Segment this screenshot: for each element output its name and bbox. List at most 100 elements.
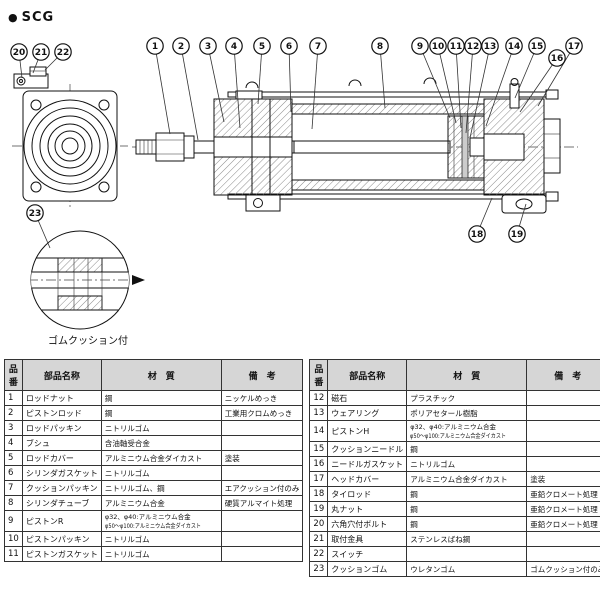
cell-material: ニトリルゴム (100, 465, 222, 481)
leader-line-3 (207, 45, 225, 123)
cell-no: 18 (309, 486, 329, 503)
callout-balloon-22 (54, 43, 72, 61)
cell-material: ニトリルゴム (406, 456, 528, 473)
cell-name: シリンダガスケット (21, 465, 102, 481)
cell-remarks (526, 390, 600, 406)
cell-material: プラスチック (406, 390, 528, 406)
cell-no: 1 (4, 390, 23, 406)
leader-line-9 (419, 45, 451, 119)
col-header-no: 品番 (4, 359, 23, 391)
callout-balloon-2 (172, 37, 190, 55)
detail-caption: ゴムクッション付 (48, 334, 128, 347)
callout-number-2: 2 (178, 42, 184, 52)
cell-remarks (526, 405, 600, 421)
front-view (12, 66, 128, 208)
cell-no: 3 (4, 420, 23, 436)
cell-name: ロッドパッキン (21, 420, 102, 436)
cell-material: ウレタンゴム (406, 561, 528, 578)
cell-remarks: 塗装 (526, 471, 600, 488)
cell-name: ピストンパッキン (21, 531, 102, 548)
callout-number-5: 5 (259, 42, 265, 52)
callout-balloon-12 (464, 37, 482, 55)
callout-balloon-20 (10, 43, 28, 61)
cell-name: 取付金具 (327, 531, 408, 548)
detail-arrow-icon (132, 275, 145, 285)
cell-remarks: 塗装 (220, 450, 304, 466)
callout-number-6: 6 (286, 42, 292, 52)
rod-inside (293, 140, 451, 154)
col-header-remarks: 備 考 (526, 359, 600, 391)
leader-line-4 (233, 45, 241, 129)
leader-line-8 (379, 45, 386, 109)
cell-no: 4 (4, 435, 23, 451)
leader-line-2 (180, 45, 199, 141)
cell-no: 8 (4, 495, 23, 511)
cell-no: 23 (309, 561, 329, 578)
cell-no: 5 (4, 450, 23, 466)
col-header-material: 材 質 (406, 359, 528, 391)
cell-remarks (220, 546, 304, 563)
callout-balloon-9 (411, 37, 429, 55)
rod-cover (213, 81, 293, 212)
callout-number-1: 1 (152, 42, 158, 52)
cell-name: ピストンロッド (21, 405, 102, 421)
leader-line-5 (257, 45, 263, 105)
side-section-view (132, 77, 578, 214)
cell-material: 鋼 (406, 501, 528, 518)
callout-balloon-15 (528, 37, 546, 55)
callout-balloon-5 (253, 37, 271, 55)
cell-remarks (526, 546, 600, 563)
cell-remarks: ニッケルめっき (220, 390, 304, 406)
cell-name: ロッドカバー (21, 450, 102, 466)
cell-no: 11 (4, 546, 23, 563)
callout-balloon-21 (32, 43, 50, 61)
cell-name: クッションゴム (327, 561, 408, 578)
cell-name: タイロッド (327, 486, 408, 503)
callout-balloon-11 (447, 37, 465, 55)
cell-no: 20 (309, 516, 329, 533)
callout-number-14: 14 (508, 42, 521, 52)
cell-name: ピストンガスケット (21, 546, 102, 563)
callout-balloon-14 (505, 37, 523, 55)
col-header-name: 部品名称 (21, 359, 102, 391)
leader-line-11 (455, 45, 462, 129)
callout-balloon-4 (225, 37, 243, 55)
callout-balloon-1 (146, 37, 164, 55)
cell-material: アルミニウム合金ダイカスト (406, 471, 528, 488)
cell-no: 6 (4, 465, 23, 481)
leader-line-1 (154, 45, 171, 135)
callout-number-18: 18 (471, 230, 484, 240)
leader-line-7 (311, 45, 319, 130)
cell-no: 15 (309, 441, 329, 458)
cell-name: クッションニードル (327, 441, 408, 458)
callout-number-15: 15 (531, 42, 544, 52)
callout-balloon-19 (508, 225, 526, 243)
cell-remarks: 硬質アルマイト処理 (220, 495, 304, 511)
callout-number-7: 7 (315, 42, 321, 52)
callout-number-13: 13 (484, 42, 497, 52)
cell-remarks (220, 420, 304, 436)
callout-number-3: 3 (205, 42, 211, 52)
cell-no: 13 (309, 405, 329, 421)
callout-number-21: 21 (35, 48, 48, 58)
cell-remarks: 亜鉛クロメート処理 (526, 501, 600, 518)
col-header-no: 品番 (309, 359, 329, 391)
cell-remarks (220, 531, 304, 548)
callout-balloon-23 (26, 204, 44, 222)
page-header: ● SCG (0, 0, 600, 26)
